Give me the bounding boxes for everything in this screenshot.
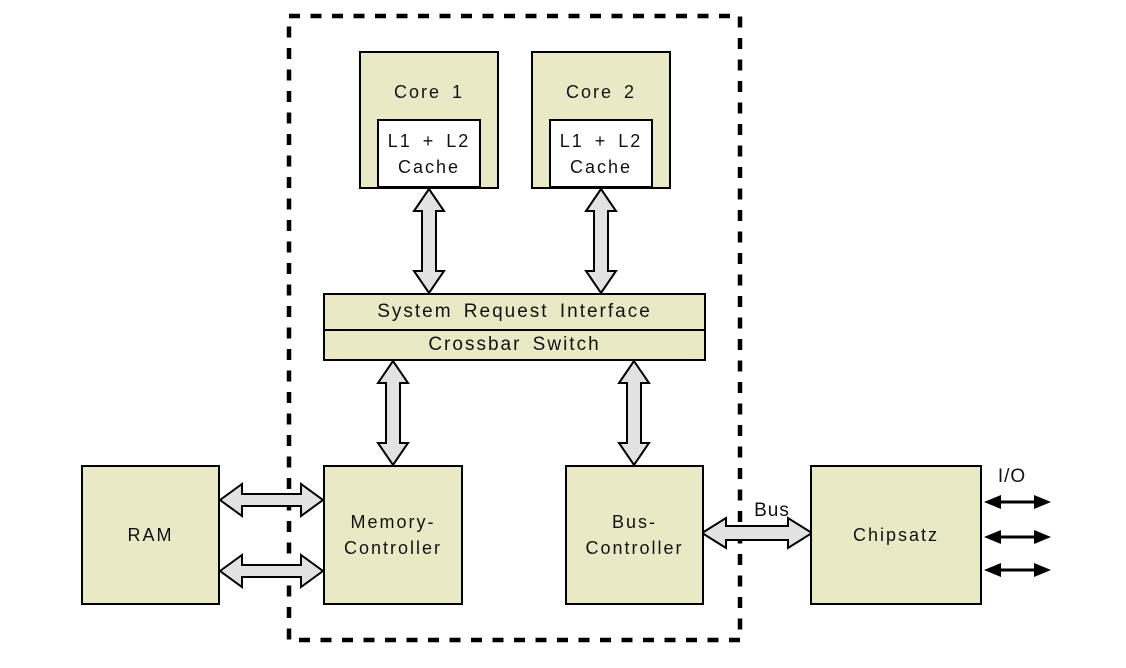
connector-crossbar-bus-controller — [617, 359, 651, 467]
cache1-label-line1: L1 + L2 — [387, 130, 471, 151]
cache1-label-line2: Cache — [397, 156, 461, 177]
cache2-label-line1: L1 + L2 — [559, 130, 643, 151]
memory-controller-label-line1: Memory- — [350, 512, 436, 532]
memory-controller-box: Memory- Controller — [323, 465, 463, 605]
cpu-die-boundary — [286, 13, 743, 643]
io-annotation: I/O — [997, 466, 1027, 487]
core2-label: Core 2 — [565, 82, 637, 102]
cache1-box: L1 + L2 Cache — [377, 119, 481, 188]
crossbar-switch-bar: Crossbar Switch — [323, 329, 706, 361]
cache2-label-line2: Cache — [569, 156, 633, 177]
bus-controller-label-line2: Controller — [585, 538, 684, 558]
io-arrow-2 — [984, 530, 1051, 544]
memory-controller-label-line2: Controller — [343, 538, 443, 558]
connector-bus-controller-chipset — [700, 516, 814, 550]
cache2-box: L1 + L2 Cache — [549, 119, 653, 188]
connector-cache2-sri — [584, 187, 618, 295]
bus-controller-box: Bus- Controller — [565, 465, 704, 605]
ram-label: RAM — [127, 525, 174, 545]
chipset-box: Chipsatz — [810, 465, 982, 605]
crossbar-switch-label: Crossbar Switch — [428, 334, 601, 355]
io-arrow-1 — [984, 495, 1051, 509]
connector-crossbar-memory-controller — [376, 359, 410, 467]
bus-controller-label-line1: Bus- — [611, 512, 657, 532]
system-request-interface-bar: System Request Interface — [323, 293, 706, 329]
bus-annotation: Bus — [754, 500, 790, 521]
connector-cache1-sri — [412, 187, 446, 295]
ram-box: RAM — [81, 465, 220, 605]
connector-ram-memory-controller-lower — [218, 553, 325, 589]
chipset-label: Chipsatz — [852, 525, 940, 545]
core1-label: Core 1 — [393, 82, 465, 102]
connector-ram-memory-controller-upper — [218, 482, 325, 518]
system-request-interface-label: System Request Interface — [377, 301, 652, 322]
io-arrow-3 — [984, 563, 1051, 577]
